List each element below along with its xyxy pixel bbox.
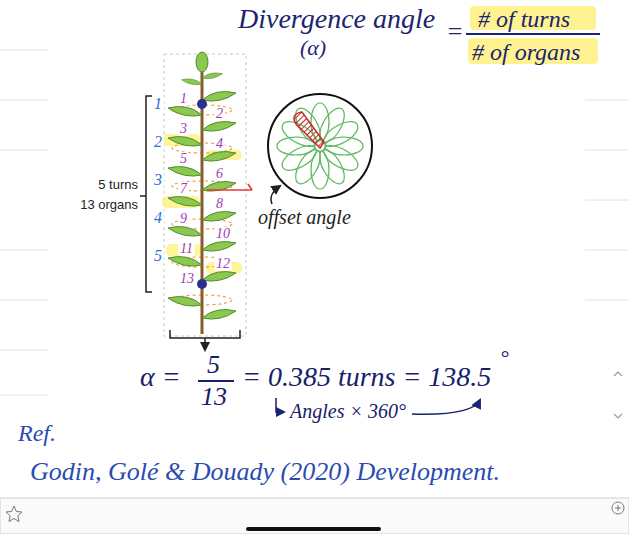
denominator-text: # of organs xyxy=(472,39,580,65)
organ-number: 7 xyxy=(178,182,189,196)
reference-label: Ref. xyxy=(18,420,56,446)
equation-text: α = xyxy=(140,362,181,393)
organ-number: 3 xyxy=(178,122,189,136)
leaf xyxy=(202,242,236,252)
bracket-tick xyxy=(140,195,146,197)
organ-marker xyxy=(197,99,207,109)
red-mark xyxy=(207,189,252,191)
leaf xyxy=(182,79,202,85)
numerator-number: 5 xyxy=(207,351,220,380)
leaf xyxy=(202,152,236,162)
citation-text: Godin, Golé & Douady (2020) Development. xyxy=(30,458,500,487)
bracket-label: 13 organs xyxy=(80,198,138,212)
turn-number: 3 xyxy=(152,172,164,188)
plant-illustration xyxy=(160,52,252,336)
leaf xyxy=(168,227,202,237)
rule xyxy=(585,250,629,251)
turn-number: 5 xyxy=(152,248,164,264)
equals-sign: = xyxy=(446,18,464,47)
leaf xyxy=(168,197,202,207)
leaf xyxy=(168,297,202,307)
zoom-icon xyxy=(615,505,621,511)
rule xyxy=(0,100,48,101)
turn-number: 2 xyxy=(152,134,164,150)
rule xyxy=(0,50,48,51)
numerator-text: # of turns xyxy=(478,6,570,32)
leaf xyxy=(202,272,236,282)
leaf xyxy=(202,92,236,102)
heading-text: Divergence angle xyxy=(238,4,435,35)
symbol-label: (α) xyxy=(300,36,326,60)
organ-number: 13 xyxy=(178,272,196,286)
toolbar xyxy=(0,498,629,534)
leaf xyxy=(168,167,202,177)
degree-sign: ° xyxy=(500,346,509,370)
leaf xyxy=(202,310,236,320)
organ-number: 5 xyxy=(178,152,189,166)
fraction-bar xyxy=(466,33,600,35)
outline-circle xyxy=(268,94,372,198)
organ-number: 8 xyxy=(214,197,225,211)
rule xyxy=(0,395,48,396)
rule xyxy=(585,100,629,101)
hatched-sector xyxy=(294,112,324,148)
curved-arrow xyxy=(412,400,480,414)
pointer-arrow xyxy=(271,186,280,204)
organ-number: 4 xyxy=(214,137,225,151)
leaf xyxy=(168,107,202,117)
organ-number: 10 xyxy=(214,227,232,241)
turn-number: 1 xyxy=(152,96,164,112)
organ-marker xyxy=(197,279,207,289)
bracket-label: 5 turns xyxy=(98,178,138,192)
leaf xyxy=(202,212,236,222)
petal xyxy=(320,141,362,176)
ruled-lines xyxy=(0,50,629,395)
leaf xyxy=(202,73,222,79)
rule xyxy=(585,150,629,151)
organ-number: 9 xyxy=(178,212,189,226)
scroll-chevron xyxy=(614,372,622,376)
arrow xyxy=(204,338,206,350)
rule xyxy=(0,350,48,351)
organ-number: 11 xyxy=(178,242,195,256)
turn-number: 4 xyxy=(152,210,164,226)
rule xyxy=(585,200,629,201)
callout-text: offset angle xyxy=(258,206,351,228)
bracket xyxy=(170,330,240,338)
scroll-chevron xyxy=(614,414,622,418)
rule xyxy=(0,250,48,251)
home-bar xyxy=(246,527,381,531)
organ-number: 1 xyxy=(178,92,189,106)
rule xyxy=(0,150,48,151)
flower xyxy=(277,103,363,189)
apex-bud xyxy=(196,52,208,72)
organ-number: 2 xyxy=(214,107,225,121)
equation-text: = 0.385 turns = 138.5 xyxy=(242,362,491,393)
zoom-icon xyxy=(612,502,624,514)
organ-number: 12 xyxy=(214,257,232,271)
rule xyxy=(0,300,48,301)
leaf xyxy=(168,137,202,147)
leaf xyxy=(168,257,202,267)
petal xyxy=(291,146,326,188)
fraction-bar xyxy=(198,380,234,382)
toolbar-bar xyxy=(0,498,629,534)
red-mark xyxy=(248,184,252,190)
rule xyxy=(585,300,629,301)
leaf xyxy=(202,122,236,132)
hook-arrow xyxy=(276,398,284,412)
star-icon xyxy=(6,506,22,522)
frame xyxy=(164,54,246,336)
organ-number: 6 xyxy=(214,167,225,181)
note-text: Angles × 360° xyxy=(290,400,406,422)
denominator-number: 13 xyxy=(201,383,227,412)
top-view-diagram xyxy=(268,94,372,204)
